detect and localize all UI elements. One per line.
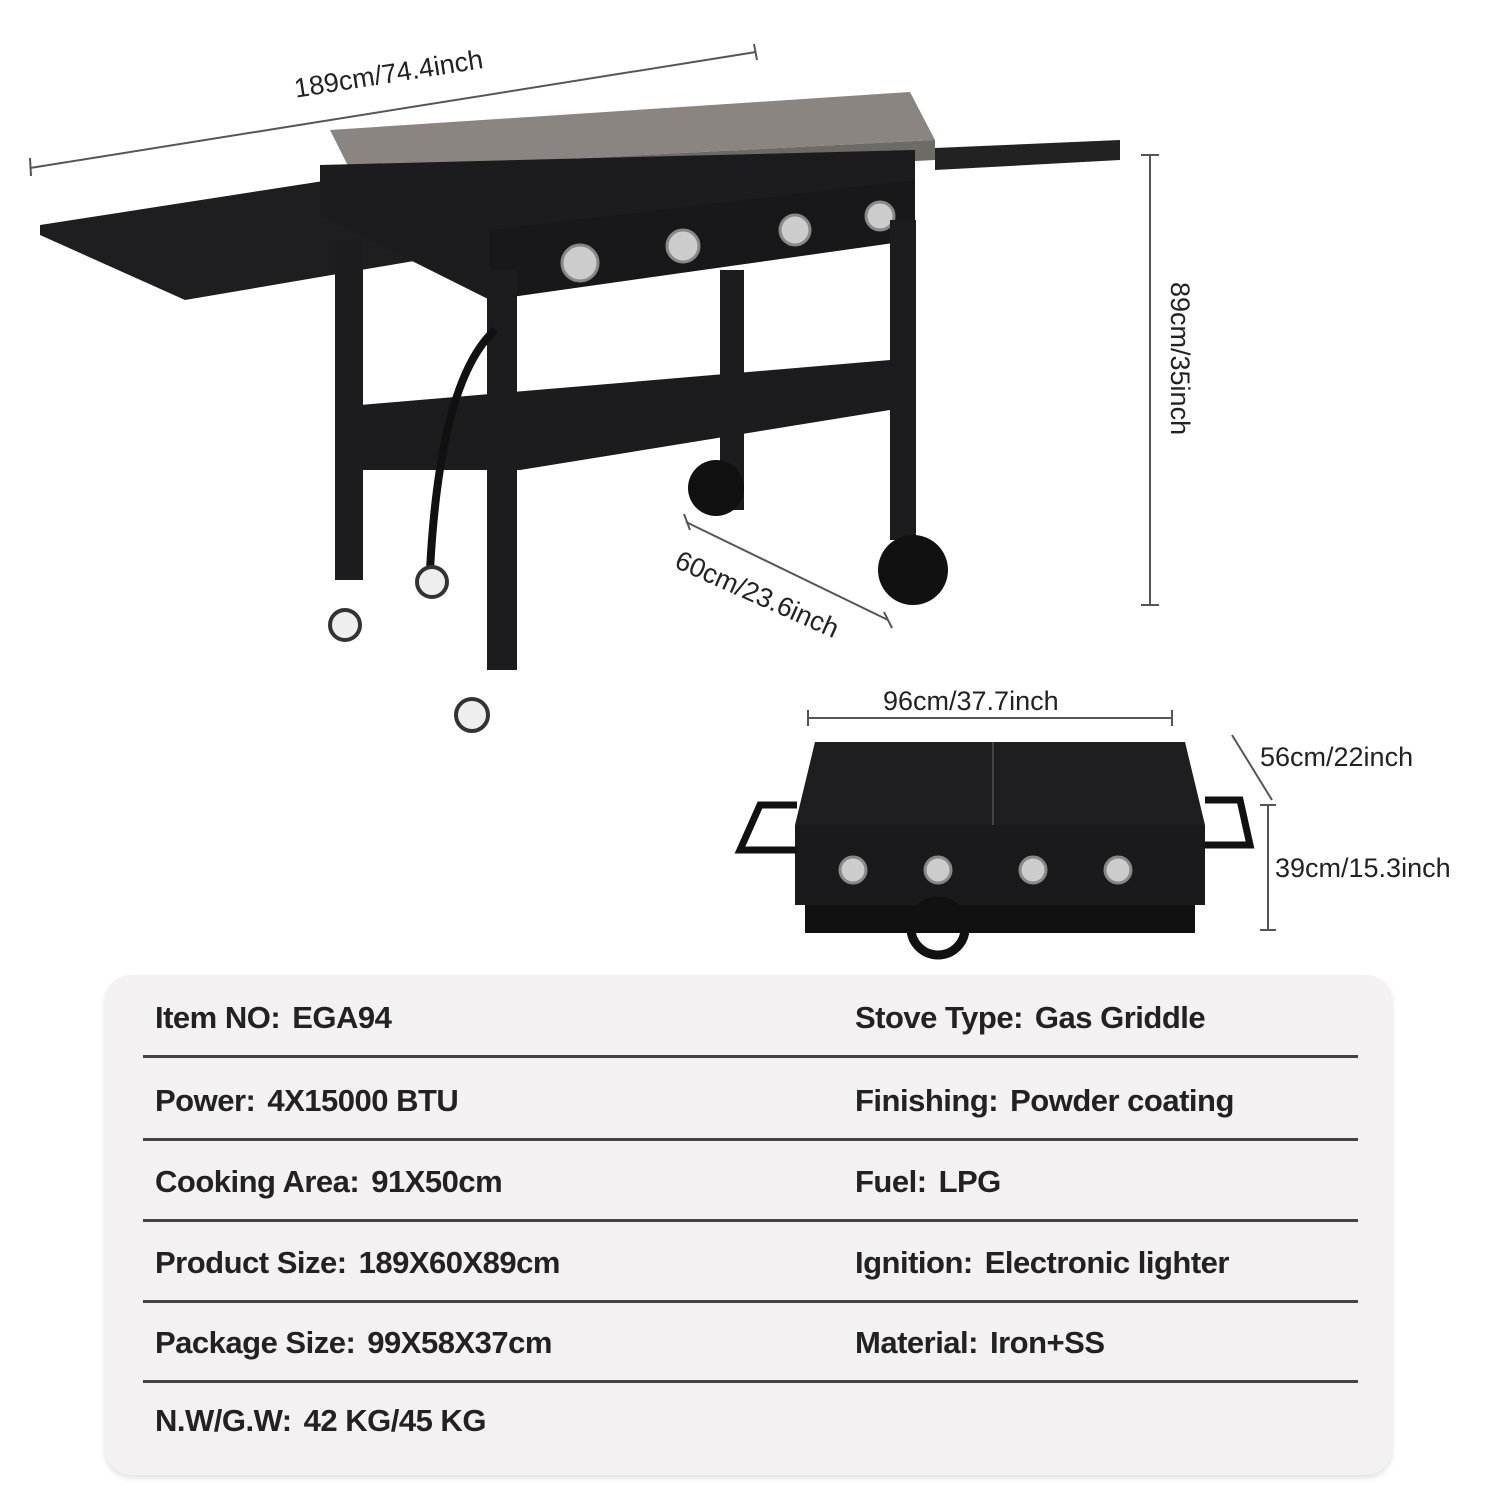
row-divider bbox=[143, 1380, 1358, 1383]
row-divider bbox=[143, 1138, 1358, 1141]
spec-row: Product Size:189X60X89cm Ignition:Electr… bbox=[143, 1225, 1358, 1303]
row-divider bbox=[143, 1219, 1358, 1222]
folded-griddle bbox=[734, 742, 1255, 960]
spec-row: Item NO:EGA94 Stove Type:Gas Griddle bbox=[143, 980, 1358, 1058]
folded-height-label: 39cm/15.3inch bbox=[1275, 853, 1451, 883]
dimension-lines bbox=[29, 43, 1276, 931]
spec-item-no: Item NO:EGA94 bbox=[155, 1000, 392, 1035]
spec-row: Power:4X15000 BTU Finishing:Powder coati… bbox=[143, 1063, 1358, 1141]
spec-row: Package Size:99X58X37cm Material:Iron+SS bbox=[143, 1305, 1358, 1383]
row-divider bbox=[143, 1300, 1358, 1303]
spec-package-size: Package Size:99X58X37cm bbox=[155, 1325, 552, 1360]
spec-finishing: Finishing:Powder coating bbox=[855, 1083, 1234, 1118]
row-divider bbox=[143, 1055, 1358, 1058]
spec-stove-type: Stove Type:Gas Griddle bbox=[855, 1000, 1206, 1035]
folded-depth-label: 56cm/22inch bbox=[1260, 742, 1414, 772]
spec-row: N.W/G.W:42 KG/45 KG bbox=[143, 1383, 1358, 1461]
spec-cooking-area: Cooking Area:91X50cm bbox=[155, 1164, 503, 1199]
spec-product-size: Product Size:189X60X89cm bbox=[155, 1245, 560, 1280]
griddle-cart bbox=[40, 92, 1120, 733]
spec-fuel: Fuel:LPG bbox=[855, 1164, 1001, 1199]
spec-row: Cooking Area:91X50cm Fuel:LPG bbox=[143, 1144, 1358, 1222]
folded-width-label: 96cm/37.7inch bbox=[883, 686, 1059, 716]
spec-weight: N.W/G.W:42 KG/45 KG bbox=[155, 1403, 486, 1438]
spec-ignition: Ignition:Electronic lighter bbox=[855, 1245, 1229, 1280]
height-dimension-label: 89cm/35inch bbox=[1165, 282, 1195, 436]
spec-material: Material:Iron+SS bbox=[855, 1325, 1105, 1360]
spec-table: Item NO:EGA94 Stove Type:Gas Griddle Pow… bbox=[105, 975, 1392, 1475]
product-illustration bbox=[29, 43, 1276, 960]
spec-power: Power:4X15000 BTU bbox=[155, 1083, 459, 1118]
